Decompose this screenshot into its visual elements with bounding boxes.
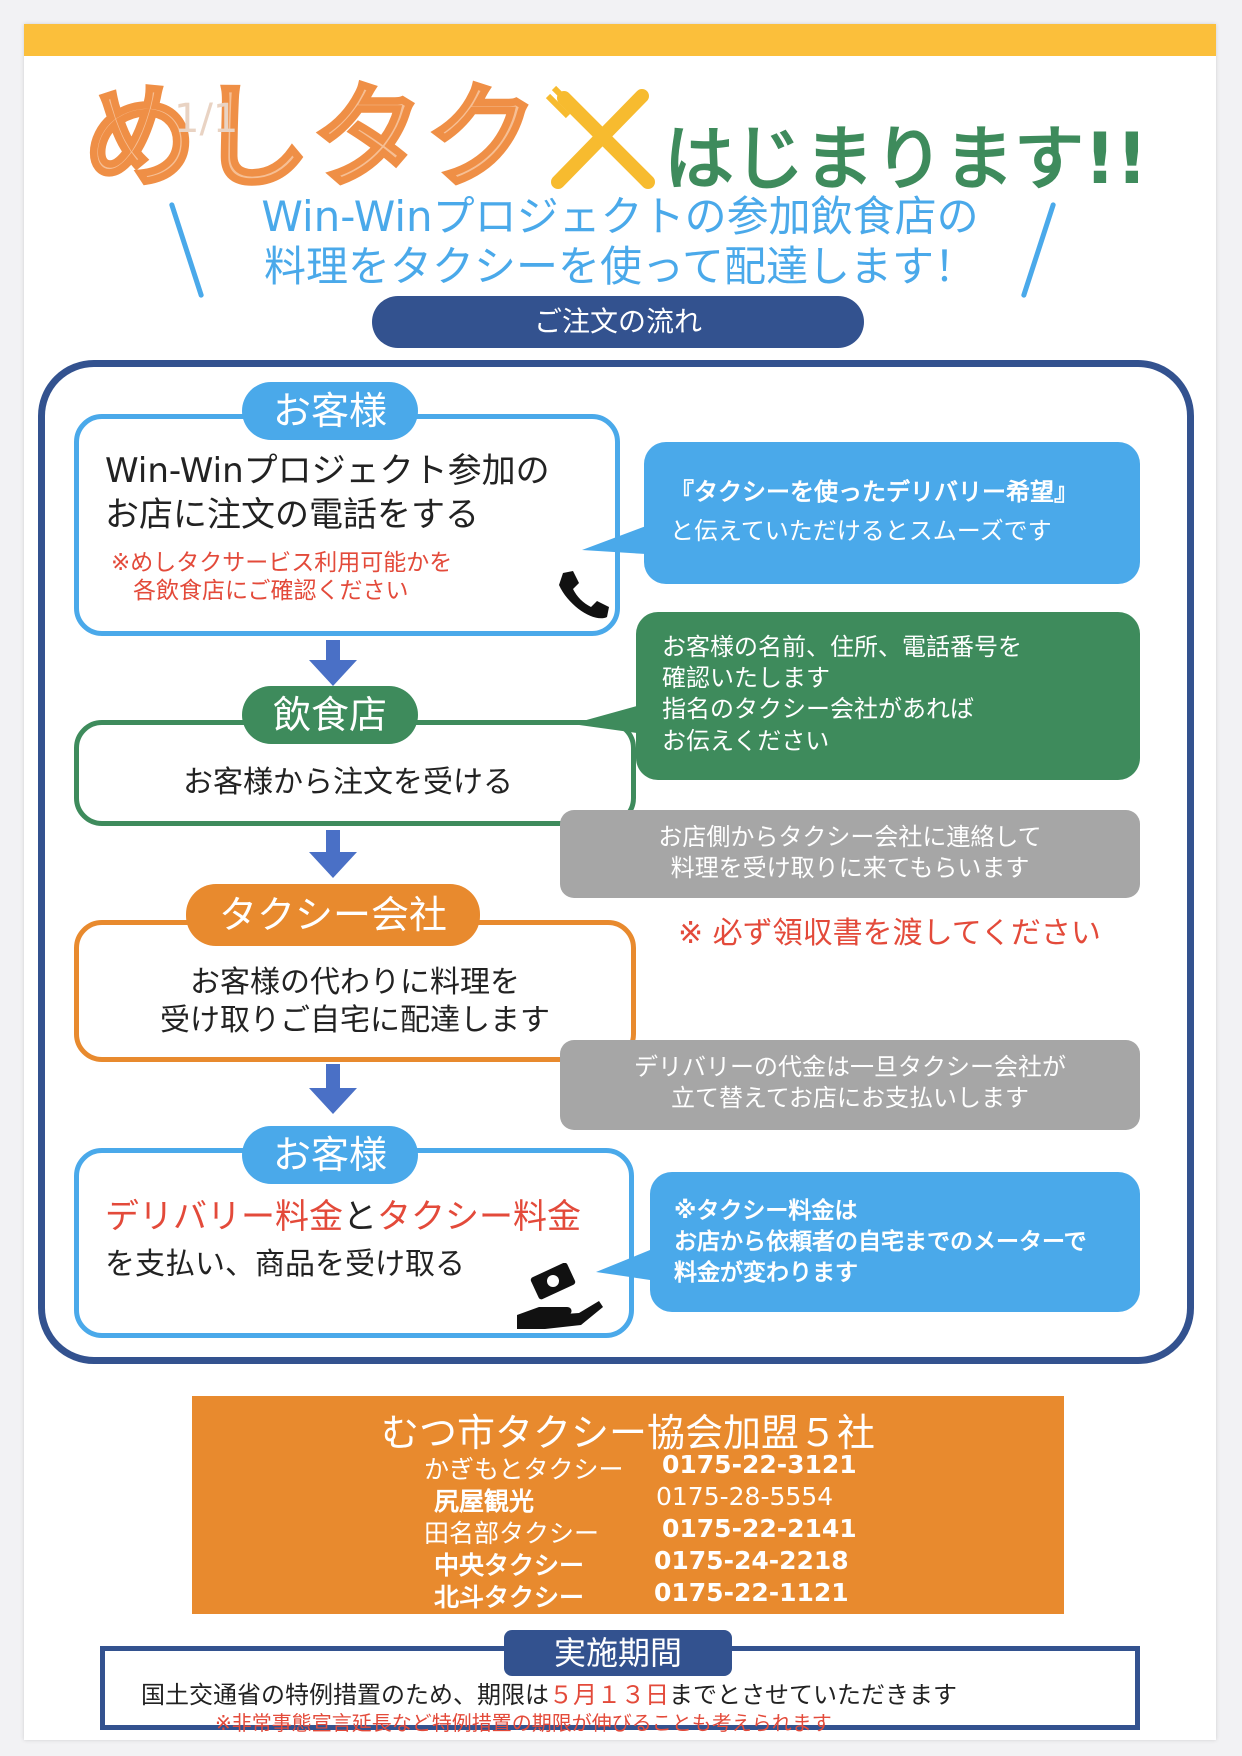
step3-line1: お客様の代わりに料理を bbox=[190, 965, 520, 1000]
flyer-page: めしタク 1/1 はじまります!! Win-Winプロジェクトの参加飲食店の 料… bbox=[24, 24, 1216, 1740]
step3-line2: 受け取りご自宅に配達します bbox=[160, 1003, 550, 1038]
step2-bubble: お客様の名前、住所、電話番号を 確認いたします 指名のタクシー会社があれば お伝… bbox=[636, 612, 1140, 780]
company-name-chuo: 中央タクシー bbox=[434, 1551, 585, 1580]
order-flow-label: ご注文の流れ bbox=[372, 296, 864, 348]
step4-line2: を支払い、商品を受け取る bbox=[105, 1247, 465, 1282]
step3-gray-line2: 立て替えてお店にお支払いします bbox=[670, 1084, 1030, 1113]
lead-line-1: Win-Winプロジェクトの参加飲食店の bbox=[261, 192, 979, 241]
company-name-kagimoto: かぎもとタクシー bbox=[424, 1455, 624, 1484]
step2-bubble-tail bbox=[572, 704, 644, 734]
step1-note1: ※めしタクサービス利用可能かを bbox=[111, 550, 453, 576]
step2-line1: お客様から注文を受ける bbox=[183, 765, 513, 800]
company-phone-kagimoto: 0175-22-3121 bbox=[662, 1450, 857, 1479]
phone-icon bbox=[559, 571, 609, 619]
step2-bubble-line1: お客様の名前、住所、電話番号を bbox=[662, 633, 1022, 661]
title-meshitaku: めしタク bbox=[82, 73, 540, 203]
period-deadline: ５月１３日 bbox=[549, 1681, 669, 1709]
step4-bubble-line1: ※タクシー料金は bbox=[674, 1198, 858, 1224]
period-line2: ※非常事態宣言延長など特例措置の期限が伸びることも考えられます bbox=[215, 1711, 832, 1735]
page-marker: 1/1 bbox=[174, 96, 239, 142]
lead-left-slash bbox=[168, 201, 205, 299]
step1-bubble-tail bbox=[582, 526, 646, 554]
receipt-note: ※ 必ず領収書を渡してください bbox=[678, 916, 1101, 951]
step4-bubble-tail bbox=[596, 1250, 650, 1280]
company-phone-chuo: 0175-24-2218 bbox=[654, 1546, 849, 1575]
step2-pill-restaurant: 飲食店 bbox=[242, 686, 418, 744]
step4-bubble-line3: 料金が変わります bbox=[674, 1260, 858, 1287]
step3-gray-line1: デリバリーの代金は一旦タクシー会社が bbox=[634, 1053, 1066, 1081]
arrow3-stem bbox=[326, 1064, 340, 1090]
step2-gray-note: お店側からタクシー会社に連絡して 料理を受け取りに来てもらいます bbox=[560, 810, 1140, 898]
step1-bubble: 『タクシーを使ったデリバリー希望』 と伝えていただけるとスムーズです bbox=[644, 442, 1140, 584]
step2-gray-line2: 料理を受け取りに来てもらいます bbox=[670, 854, 1030, 883]
step1-bubble-line2: と伝えていただけるとスムーズです bbox=[670, 517, 1052, 545]
company-phone-tanabu: 0175-22-2141 bbox=[662, 1514, 857, 1543]
period-line1-b: までとさせていただきます bbox=[669, 1681, 957, 1709]
step1-line2: お店に注文の電話をする bbox=[105, 495, 479, 535]
lead-line-2: 料理をタクシーを使って配達します！ bbox=[264, 242, 976, 291]
step3-pill-taxi-company: タクシー会社 bbox=[186, 884, 480, 946]
period-label: 実施期間 bbox=[504, 1630, 732, 1676]
company-phone-shiriya: 0175-28-5554 bbox=[656, 1482, 834, 1511]
delivery-fee-text: デリバリー料金 bbox=[105, 1197, 343, 1237]
step1-bubble-line1: 『タクシーを使ったデリバリー希望』 bbox=[670, 478, 1078, 506]
fork-knife-icon bbox=[545, 85, 655, 189]
step4-bubble-line2: お店から依頼者の自宅までのメーターで bbox=[674, 1229, 1087, 1256]
arrow3-head bbox=[309, 1088, 357, 1114]
step4-bubble: ※タクシー料金は お店から依頼者の自宅までのメーターで 料金が変わります bbox=[650, 1172, 1140, 1312]
period-line1-a: 国土交通省の特例措置のため、期限は bbox=[141, 1681, 549, 1709]
taxi-association-box: むつ市タクシー協会加盟５社 かぎもとタクシー 0175-22-3121 尻屋観光… bbox=[192, 1396, 1064, 1614]
arrow1-stem bbox=[326, 640, 340, 662]
company-phone-hokuto: 0175-22-1121 bbox=[654, 1578, 849, 1607]
step2-gray-line1: お店側からタクシー会社に連絡して bbox=[658, 823, 1042, 851]
company-name-hokuto: 北斗タクシー bbox=[434, 1583, 585, 1612]
taxi-fee-text: タクシー料金 bbox=[377, 1197, 581, 1237]
lead-right-slash bbox=[1020, 201, 1057, 299]
flow-frame bbox=[38, 360, 1194, 1364]
step1-line1: Win-Winプロジェクト参加の bbox=[105, 451, 550, 491]
step4-line1: デリバリー料金とタクシー料金 bbox=[105, 1189, 581, 1238]
arrow2-head bbox=[309, 852, 357, 878]
company-name-tanabu: 田名部タクシー bbox=[424, 1519, 600, 1548]
step2-box: お客様から注文を受ける bbox=[74, 720, 636, 826]
money-hand-icon bbox=[517, 1263, 603, 1329]
step2-bubble-line3: 指名のタクシー会社があれば bbox=[662, 695, 974, 724]
step2-bubble-line2: 確認いたします bbox=[662, 664, 830, 693]
arrow2-stem bbox=[326, 830, 340, 854]
and-text: と bbox=[343, 1197, 377, 1237]
title-hajimarimasu: はじまります!! bbox=[664, 118, 1148, 200]
step4-pill-customer: お客様 bbox=[242, 1126, 418, 1184]
step1-note2: 各飲食店にご確認ください bbox=[133, 578, 409, 604]
association-title: むつ市タクシー協会加盟５社 bbox=[380, 1411, 875, 1455]
top-accent-bar bbox=[24, 24, 1216, 56]
step3-gray-note: デリバリーの代金は一旦タクシー会社が 立て替えてお店にお支払いします bbox=[560, 1040, 1140, 1130]
arrow1-head bbox=[309, 660, 357, 686]
company-name-shiriya: 尻屋観光 bbox=[434, 1487, 535, 1516]
step2-bubble-line4: お伝えください bbox=[662, 726, 830, 755]
step1-pill-customer: お客様 bbox=[242, 382, 418, 440]
period-line1: 国土交通省の特例措置のため、期限は５月１３日までとさせていただきます bbox=[141, 1675, 957, 1710]
step1-box: Win-Winプロジェクト参加の お店に注文の電話をする ※めしタクサービス利用… bbox=[74, 414, 620, 636]
